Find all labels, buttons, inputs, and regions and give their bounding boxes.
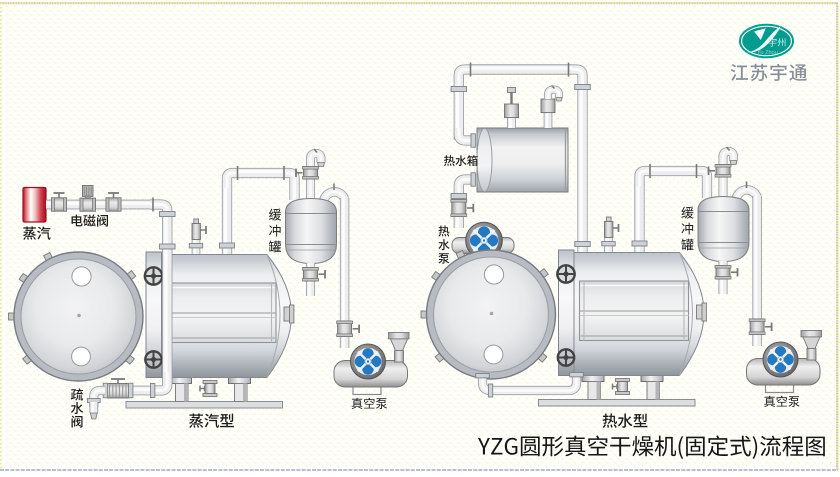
svg-text:Yu Zhou: Yu Zhou bbox=[757, 50, 778, 56]
